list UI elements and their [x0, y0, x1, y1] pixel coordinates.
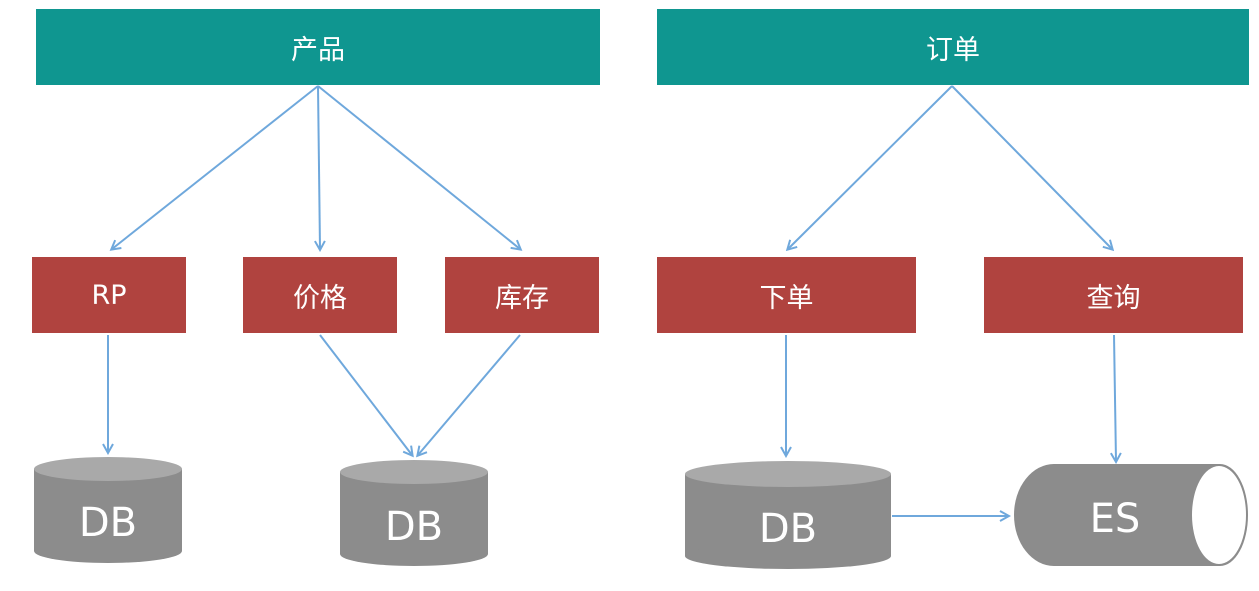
arrow-price-to-db [319, 334, 412, 455]
arrow-query-to-es [1114, 334, 1116, 461]
db-label-product: DB [385, 504, 443, 550]
service-rp-label: RP [91, 279, 127, 311]
service-place-order-label: 下单 [759, 282, 814, 314]
arrow-product-to-rp [112, 85, 319, 249]
db-label-order: DB [759, 506, 817, 552]
arrow-product-to-inventory [317, 85, 520, 249]
order-header-label: 订单 [926, 34, 980, 66]
arrow-product-to-price [318, 85, 320, 249]
order-header: 订单 [657, 9, 1249, 85]
arrow-order-to-place-order [788, 85, 953, 249]
service-query-label: 查询 [1086, 282, 1141, 314]
service-price-label: 价格 [293, 282, 347, 314]
es-cylinder: ES [1014, 464, 1248, 566]
db-label-rp: DB [79, 500, 137, 546]
arrow-inventory-to-db [418, 334, 521, 455]
service-rp: RP [32, 257, 186, 333]
service-price: 价格 [243, 257, 397, 333]
es-label: ES [1090, 496, 1141, 542]
arrow-order-to-query [951, 85, 1112, 249]
service-place-order: 下单 [657, 257, 916, 333]
service-query: 查询 [984, 257, 1243, 333]
product-header: 产品 [36, 9, 600, 85]
db-cylinder-order: DB [685, 461, 891, 569]
product-header-label: 产品 [291, 34, 345, 66]
service-inventory-label: 库存 [495, 282, 549, 314]
db-cylinder-rp: DB [34, 457, 182, 563]
service-inventory: 库存 [445, 257, 599, 333]
db-cylinder-product: DB [340, 460, 488, 566]
